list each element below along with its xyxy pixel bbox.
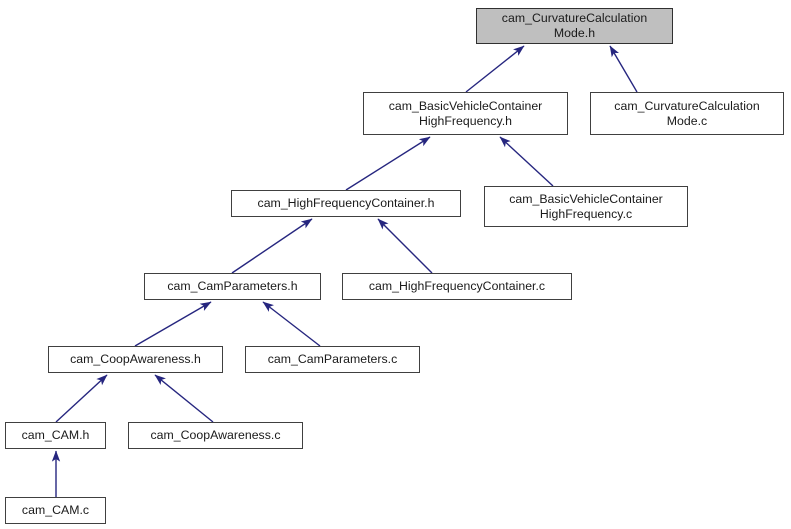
node-label: cam_HighFrequencyContainer.h [257, 196, 435, 211]
dependency-edge [231, 218, 313, 274]
node-label: cam_CamParameters.c [267, 352, 398, 367]
node-cam_c[interactable]: cam_CAM.c [5, 497, 106, 524]
node-label: cam_CAM.h [21, 428, 90, 443]
node-camparams_c[interactable]: cam_CamParameters.c [245, 346, 420, 373]
node-coop_c[interactable]: cam_CoopAwareness.c [128, 422, 303, 449]
node-label: cam_HighFrequencyContainer.c [368, 279, 546, 294]
dependency-edge [609, 45, 638, 93]
node-label: cam_CamParameters.h [167, 279, 298, 294]
dependency-edge [465, 45, 525, 93]
dependency-edge [55, 374, 108, 423]
dependency-edge [377, 218, 433, 274]
node-curvature_c[interactable]: cam_CurvatureCalculation Mode.c [590, 92, 784, 135]
node-camparams_h[interactable]: cam_CamParameters.h [144, 273, 321, 300]
node-cam_h[interactable]: cam_CAM.h [5, 422, 106, 449]
dependency-edge [499, 136, 554, 187]
node-hfc_c[interactable]: cam_HighFrequencyContainer.c [342, 273, 572, 300]
dependency-edge [134, 301, 212, 347]
dependency-edge [262, 301, 321, 347]
node-label: cam_CoopAwareness.h [70, 352, 201, 367]
node-label: cam_BasicVehicleContainer HighFrequency.… [509, 191, 663, 221]
node-label: cam_CurvatureCalculation Mode.h [501, 11, 648, 40]
dependency-edge [345, 136, 431, 191]
node-label: cam_CoopAwareness.c [150, 428, 281, 443]
node-label: cam_CAM.c [21, 503, 90, 518]
node-curvature_h[interactable]: cam_CurvatureCalculation Mode.h [476, 8, 673, 44]
node-hfc_h[interactable]: cam_HighFrequencyContainer.h [231, 190, 461, 217]
node-coop_h[interactable]: cam_CoopAwareness.h [48, 346, 223, 373]
node-bvchf_h[interactable]: cam_BasicVehicleContainer HighFrequency.… [363, 92, 568, 135]
dependency-edge [154, 374, 214, 423]
node-label: cam_CurvatureCalculation Mode.c [614, 98, 760, 128]
node-bvchf_c[interactable]: cam_BasicVehicleContainer HighFrequency.… [484, 186, 688, 227]
node-label: cam_BasicVehicleContainer HighFrequency.… [388, 98, 543, 128]
